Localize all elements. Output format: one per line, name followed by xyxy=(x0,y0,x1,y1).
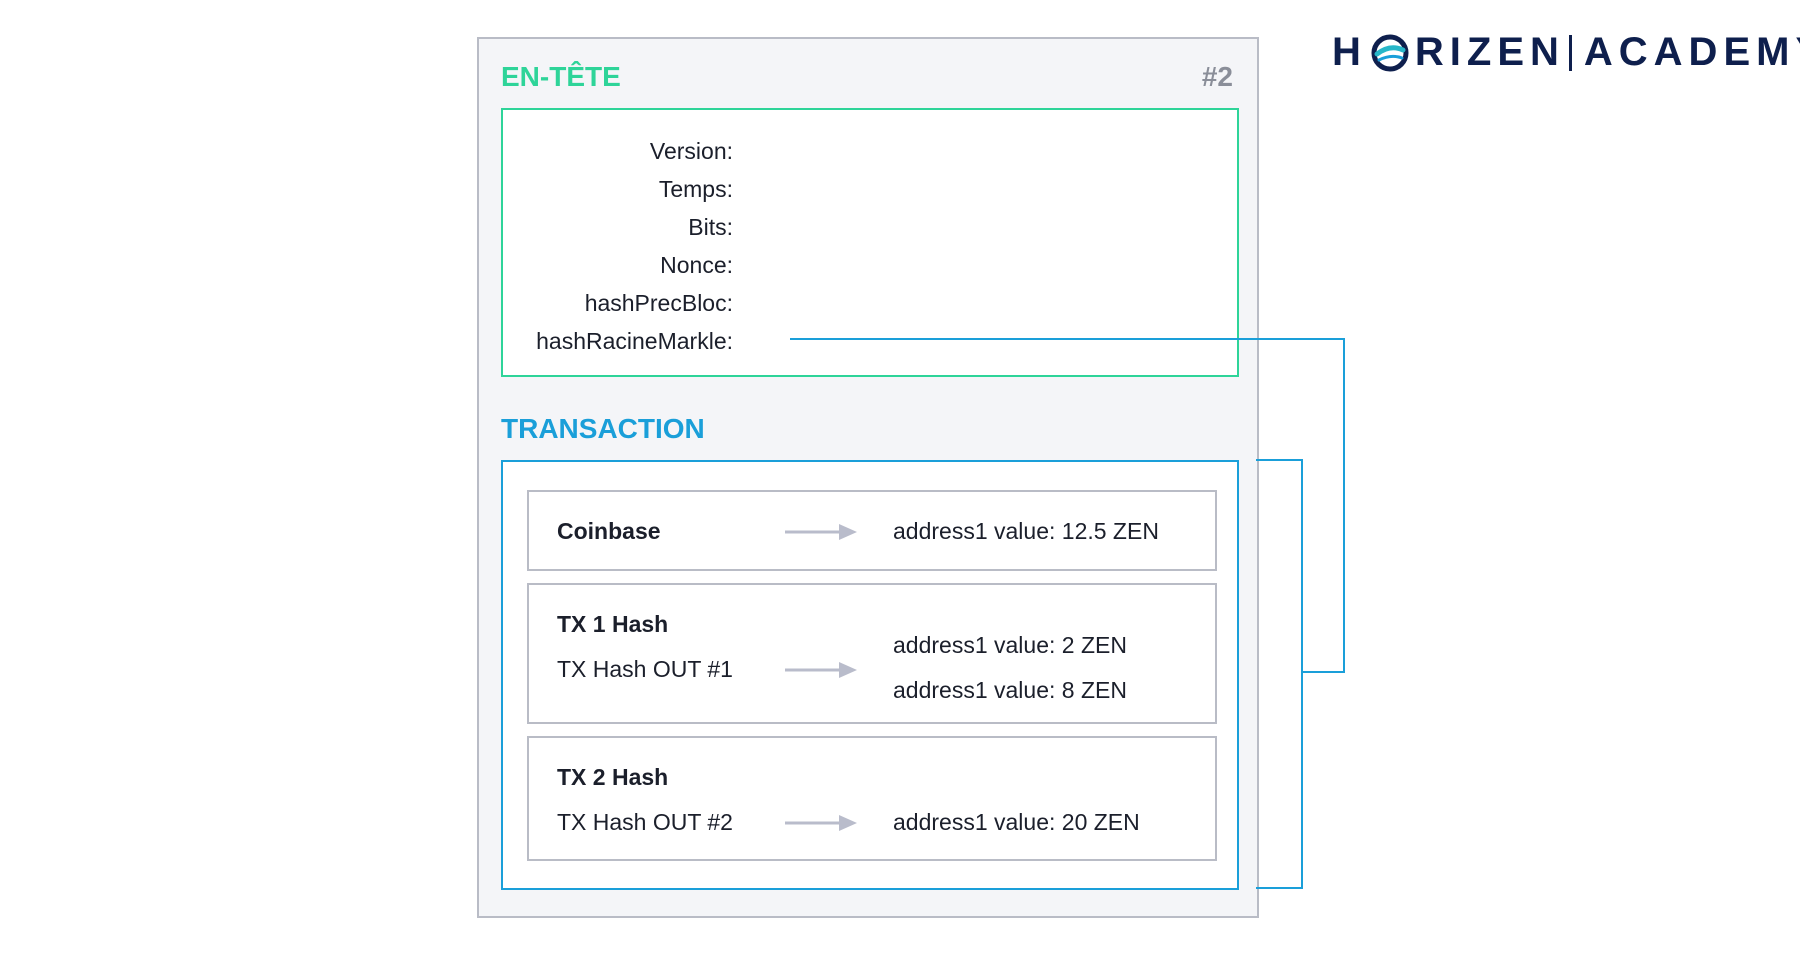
field-time: Temps: xyxy=(658,176,733,202)
tx1-output-1: address1 value: 2 ZEN xyxy=(893,632,1127,658)
transactions-bracket xyxy=(1256,459,1303,889)
field-merkle-root-hash: hashRacineMarkle: xyxy=(536,328,733,354)
tx2-out-label: TX Hash OUT #2 xyxy=(557,809,733,835)
block-number: #2 xyxy=(1201,61,1233,92)
tx1-out-label: TX Hash OUT #1 xyxy=(557,656,733,682)
arrow-right-icon xyxy=(785,524,857,540)
tx1-output-2: address1 value: 8 ZEN xyxy=(893,677,1127,703)
arrow-right-icon xyxy=(785,662,857,678)
coinbase-label: Coinbase xyxy=(557,518,661,544)
horizen-academy-logo: H RIZEN ACADEMY xyxy=(1332,30,1800,75)
field-bits: Bits: xyxy=(688,214,733,240)
transactions-box: Coinbase address1 value: 12.5 ZEN TX 1 H… xyxy=(501,460,1239,890)
logo-letter-h: H xyxy=(1332,30,1367,74)
header-box: Version: Temps: Bits: Nonce: hashPrecBlo… xyxy=(501,108,1239,377)
block-card: EN-TÊTE #2 Version: Temps: Bits: Nonce: … xyxy=(477,37,1259,918)
field-version: Version: xyxy=(649,138,733,164)
tx1-hash-label: TX 1 Hash xyxy=(557,611,669,637)
horizen-o-icon xyxy=(1371,34,1409,71)
field-prev-block-hash: hashPrecBloc: xyxy=(584,290,733,316)
arrow-right-icon xyxy=(785,815,857,831)
field-nonce: Nonce: xyxy=(660,252,733,278)
tx2-hash-label: TX 2 Hash xyxy=(557,764,669,790)
header-fields: Version: Temps: Bits: Nonce: hashPrecBlo… xyxy=(536,132,733,360)
logo-separator xyxy=(1568,34,1572,71)
transaction-row-tx2: TX 2 Hash TX Hash OUT #2 address1 value:… xyxy=(527,736,1217,861)
merkle-root-connector xyxy=(790,338,1345,673)
header-section-title: EN-TÊTE xyxy=(501,61,621,92)
tx2-output: address1 value: 20 ZEN xyxy=(893,809,1140,835)
transaction-row-tx1: TX 1 Hash TX Hash OUT #1 address1 value:… xyxy=(527,583,1217,724)
coinbase-output: address1 value: 12.5 ZEN xyxy=(893,518,1159,544)
logo-brand-rest: RIZEN xyxy=(1414,30,1565,74)
logo-product: ACADEMY xyxy=(1583,30,1800,74)
transaction-section-title: TRANSACTION xyxy=(501,413,705,444)
transaction-row-coinbase: Coinbase address1 value: 12.5 ZEN xyxy=(527,490,1217,571)
